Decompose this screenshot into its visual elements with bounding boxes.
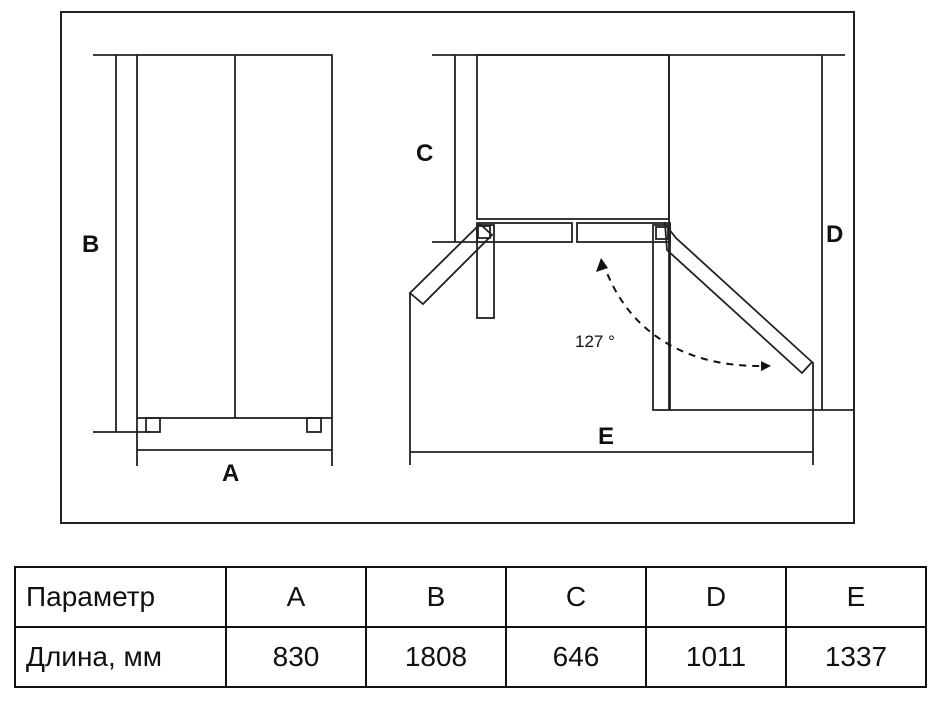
arc-arrow-start — [596, 258, 608, 272]
left-foot — [145, 417, 161, 433]
table-row: Длина, мм 830 1808 646 1011 1337 — [14, 626, 927, 688]
dimensions-table: Параметр A B C D E Длина, мм 830 1808 64… — [14, 566, 927, 688]
column-header-d: D — [645, 566, 787, 628]
column-header-e: E — [785, 566, 927, 628]
left-door-open-90 — [476, 224, 495, 319]
dimension-label-a: A — [222, 460, 239, 487]
dimension-label-e: E — [598, 423, 614, 450]
top-view — [408, 54, 853, 465]
column-header-b: B — [365, 566, 507, 628]
right-door-open-90 — [652, 224, 671, 411]
dimension-label-d: D — [826, 221, 843, 248]
door-angle-label: 127 ° — [575, 332, 615, 351]
table-header-row: Параметр A B C D E — [14, 566, 927, 628]
value-a: 830 — [225, 626, 367, 688]
value-c: 646 — [505, 626, 647, 688]
value-e: 1337 — [785, 626, 927, 688]
diagram-frame — [60, 11, 855, 524]
row-label: Длина, мм — [14, 626, 227, 688]
column-header-a: A — [225, 566, 367, 628]
column-header-c: C — [505, 566, 647, 628]
dimension-label-b: B — [82, 231, 99, 258]
table-header-label: Параметр — [14, 566, 227, 628]
left-door-open-127 — [408, 222, 494, 306]
right-foot — [306, 417, 322, 433]
value-b: 1808 — [365, 626, 507, 688]
dimension-label-c: C — [416, 140, 433, 167]
right-door-open-127 — [663, 221, 814, 375]
fridge-dimension-diagram: B A 127 ° C D E — [60, 11, 855, 524]
value-d: 1011 — [645, 626, 787, 688]
front-view — [93, 54, 333, 466]
door-swing-arc-arrow — [602, 261, 771, 372]
fridge-top-body — [476, 54, 670, 220]
